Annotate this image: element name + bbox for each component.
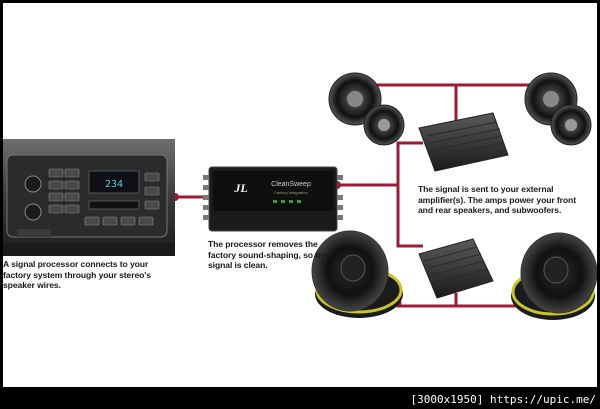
processor-terminals-right xyxy=(337,175,343,220)
stereo-display-readout: 234 xyxy=(105,179,123,190)
speaker-front-right xyxy=(524,72,592,146)
wire-processor-to-amp-bottom xyxy=(396,185,423,248)
processor-terminals-left xyxy=(203,175,209,220)
preset-buttons xyxy=(48,168,160,226)
processor-subtitle: Factory Integration xyxy=(274,190,307,195)
amp-sub-fins xyxy=(424,246,488,284)
stereo-display xyxy=(88,170,140,194)
processor-model: CleanSweep xyxy=(271,181,311,188)
subwoofer-left xyxy=(311,230,403,318)
caption-processor: The processor removes the factory sound-… xyxy=(208,239,328,270)
amp-front-body xyxy=(418,112,509,172)
caption-amplifiers: The signal is sent to your external ampl… xyxy=(418,184,576,215)
processor-brand: JL xyxy=(233,181,247,195)
source-link[interactable]: https://upic.me/ xyxy=(490,393,596,406)
amplifier-front xyxy=(418,112,509,172)
tune-knob-icon xyxy=(24,203,42,221)
image-footer: [3000x1950] https://upic.me/ xyxy=(411,393,596,407)
processor-faceplate xyxy=(213,171,333,211)
volume-knob-icon xyxy=(24,175,42,193)
processor-leds xyxy=(273,200,301,203)
diagram-canvas: 234 xyxy=(3,3,597,387)
caption-stereo-connection: A signal processor connects to your fact… xyxy=(3,259,151,290)
signal-flow-diagram: 234 xyxy=(3,72,597,320)
cassette-slot xyxy=(88,200,140,210)
amp-front-fins xyxy=(426,121,505,158)
lower-vent xyxy=(17,229,51,237)
speaker-front-left xyxy=(328,72,405,146)
subwoofer-right xyxy=(511,232,597,320)
amplifier-rear-sub xyxy=(418,238,494,299)
factory-stereo: 234 xyxy=(3,139,175,256)
image-resolution: [3000x1950] xyxy=(410,393,484,406)
dash-lower-trim xyxy=(3,243,175,256)
signal-processor: JL CleanSweep Factory Integration xyxy=(203,166,343,232)
wire-processor-to-amp-top xyxy=(337,141,423,187)
